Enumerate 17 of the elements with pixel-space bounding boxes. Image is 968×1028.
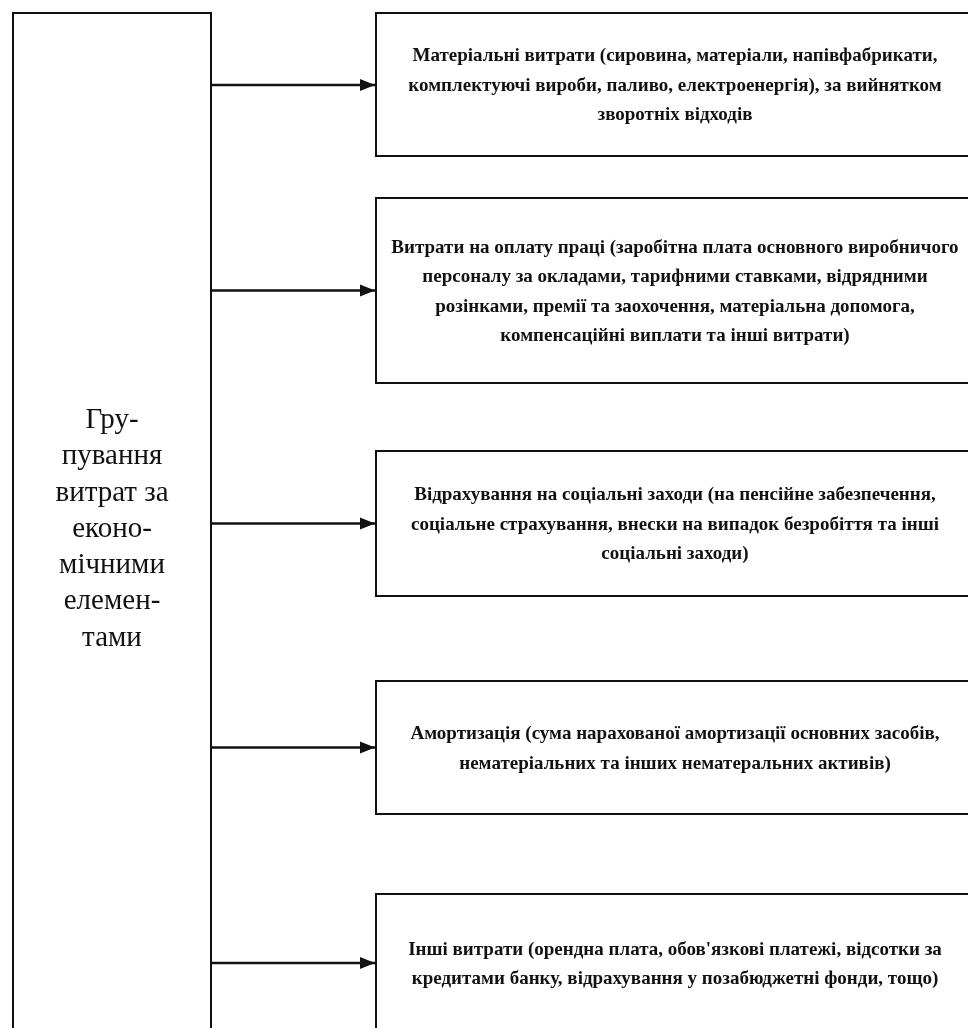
box-text: Відрахування на соціальні заходи (на пенсійне забезпечення, соціальне страхування, внески на випадок безробіття та інші соціальні заходи): [410, 482, 940, 566]
arrow: [212, 741, 375, 754]
arrow: [212, 517, 375, 530]
category-box: [12, 12, 212, 1028]
arrow: [212, 79, 375, 91]
arrow: [212, 957, 375, 969]
arrow: [212, 284, 375, 297]
cost-element-box: [375, 680, 968, 815]
box-text: Матеріальні витрати (сировина, матеріали, напівфабрикати, комплектуючі вироби, паливо, електроенергія), за вийнятком зворотніх відходів: [407, 43, 943, 127]
box-text: Інші витрати (орендна плата, обов'язкові платежі, відсотки за кредитами банку, відрахування у позабюджетні фонди, тощо): [407, 936, 943, 990]
cost-element-box: [375, 450, 968, 597]
cost-element-box: [375, 197, 968, 384]
box-text: Гру- пування витрат за еконо- мічними елемен- тами: [54, 401, 170, 654]
cost-element-box: [375, 12, 968, 157]
box-text: Амортизація (сума нарахованої амортизації основних засобів, нематеріальних та інших нематеральних активів): [409, 721, 941, 775]
cost-element-box: [375, 893, 968, 1028]
box-text: Витрати на оплату праці (заробітна плата основного виробничого персоналу за окладами, тарифними ставками, відрядними розінками, премії та заохочення, матеріальна допомога, компенсаційні виплати та інші витрати): [390, 234, 960, 347]
